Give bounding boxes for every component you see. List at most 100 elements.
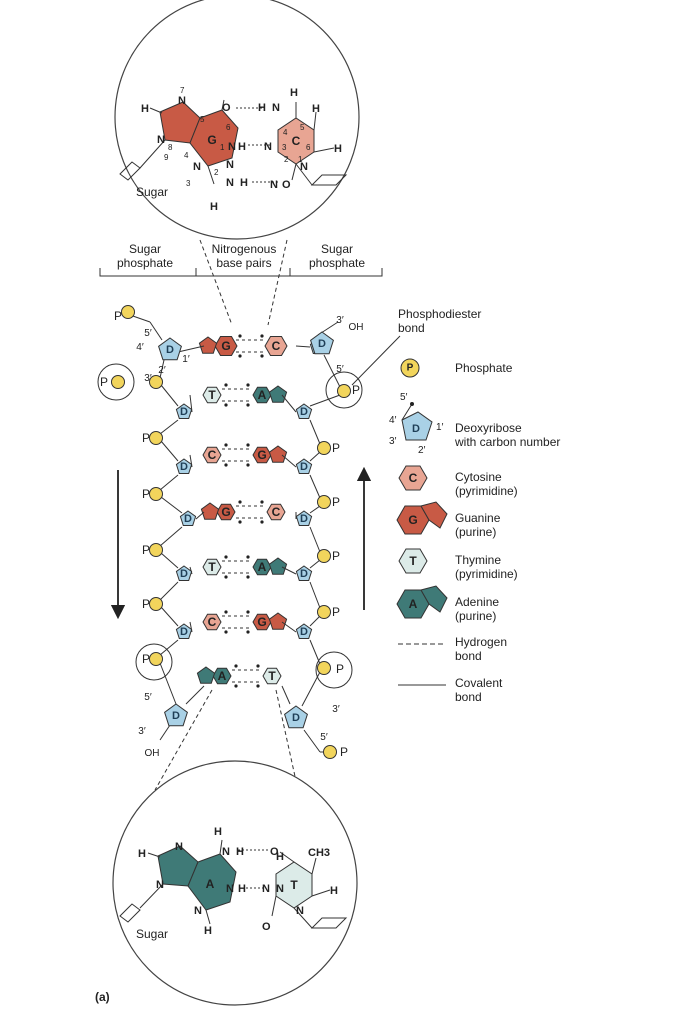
phosphate — [317, 441, 331, 455]
legend-adenine-icon-label: A — [409, 597, 418, 611]
text-line: with carbon number — [454, 435, 560, 449]
deoxyribose-label: D — [172, 710, 180, 722]
five-prime-label: 5′ — [336, 364, 344, 375]
bond — [219, 839, 223, 855]
five-prime-label: 5′ — [144, 328, 152, 339]
base-c-ring — [264, 336, 288, 356]
bond-dot — [224, 630, 228, 634]
covalent-bond — [309, 451, 321, 462]
atom: H — [204, 925, 212, 937]
deoxyribose-label: D — [180, 568, 188, 580]
text-line: (pyrimidine) — [455, 567, 518, 581]
phosphate-label: P — [142, 597, 150, 611]
deoxyribose-label: D — [300, 513, 308, 525]
base-g-five-ring — [268, 445, 288, 463]
phosphate-label: P — [332, 441, 340, 455]
atom: O — [270, 846, 279, 858]
legend-phosphodiester-pointer — [351, 335, 401, 386]
ring-number: 9 — [164, 153, 169, 162]
ring-number: 8 — [168, 143, 173, 152]
bond-dot — [246, 403, 250, 407]
atom: H — [330, 885, 338, 897]
atom: N — [193, 161, 201, 173]
deoxyribose-label: D — [300, 461, 308, 473]
atom: N — [226, 159, 234, 171]
bond-dot — [224, 575, 228, 579]
bottom-a-label: A — [206, 877, 215, 891]
base-t-label: T — [208, 560, 216, 574]
glycosidic-bond — [281, 621, 297, 633]
phosphate-label: P — [100, 375, 108, 389]
text-line: Deoxyribose — [455, 421, 522, 435]
legend-phosphate-label: Phosphate — [455, 361, 513, 375]
phosphate-label: P — [142, 543, 150, 557]
covalent-bond — [301, 671, 321, 707]
deoxyribose-label: D — [180, 461, 188, 473]
phosphate — [121, 305, 135, 319]
zoom-guide — [275, 689, 299, 791]
bottom-sugar-label: Sugar — [136, 927, 168, 941]
text-line: bond — [455, 690, 482, 704]
covalent-bond — [303, 729, 321, 753]
atom: N — [175, 841, 183, 853]
base-t-label: T — [208, 388, 216, 402]
phosphate — [317, 605, 331, 619]
ring-number: 6 — [306, 143, 311, 152]
text-line: phosphate — [309, 256, 365, 270]
deoxyribose — [310, 331, 334, 355]
phosphate — [149, 597, 163, 611]
three-prime-label: 3′ — [138, 726, 146, 737]
deoxyribose — [284, 705, 308, 729]
top-sugar-right-glyph — [310, 174, 348, 186]
phosphate — [149, 375, 163, 389]
atom: H — [240, 177, 248, 189]
bond — [313, 111, 317, 131]
bond-dot — [234, 684, 238, 688]
top-sugar-label: Sugar — [136, 185, 168, 199]
bond-dot — [238, 520, 242, 524]
bottom-sugar-right-glyph — [310, 917, 348, 929]
deoxyribose — [295, 565, 313, 581]
atom: H — [236, 846, 244, 858]
deoxyribose-label: D — [318, 338, 326, 350]
atom: N — [270, 179, 278, 191]
phosphate-label: P — [332, 549, 340, 563]
deoxyribose-label: D — [180, 406, 188, 418]
base-c-label: C — [208, 448, 217, 462]
deoxyribose — [179, 510, 197, 526]
atom: N — [276, 883, 284, 895]
base-a-ring — [252, 386, 272, 404]
legend-carbon-3: 3′ — [389, 436, 397, 447]
highlight-circle — [315, 651, 353, 689]
deoxyribose-label: D — [292, 712, 300, 724]
phosphate — [317, 495, 331, 509]
bond-dot — [246, 383, 250, 387]
atom: N — [222, 846, 230, 858]
base-c-ring — [266, 503, 286, 521]
covalent-bond — [159, 662, 177, 705]
bond-dot — [260, 500, 264, 504]
bond — [221, 99, 225, 111]
zoom-guide — [154, 689, 213, 791]
base-g-five-ring — [198, 336, 218, 354]
bond — [147, 852, 161, 858]
top-sugar-left-glyph — [119, 161, 141, 181]
bond-dot — [224, 443, 228, 447]
text-line: (pyrimidine) — [455, 484, 518, 498]
bond-dot — [224, 463, 228, 467]
ring-number: 4 — [184, 151, 189, 160]
legend-guanine-five-ring — [420, 501, 448, 529]
phosphate — [111, 375, 125, 389]
legend-deoxyribose-tail — [401, 403, 413, 421]
legend-deoxyribose-dot — [410, 402, 414, 406]
atom: CH3 — [308, 847, 330, 859]
covalent-bond — [160, 606, 179, 627]
one-prime-label: 1′ — [182, 354, 190, 365]
text-line: Hydrogen — [455, 635, 507, 649]
deoxyribose — [175, 565, 193, 581]
